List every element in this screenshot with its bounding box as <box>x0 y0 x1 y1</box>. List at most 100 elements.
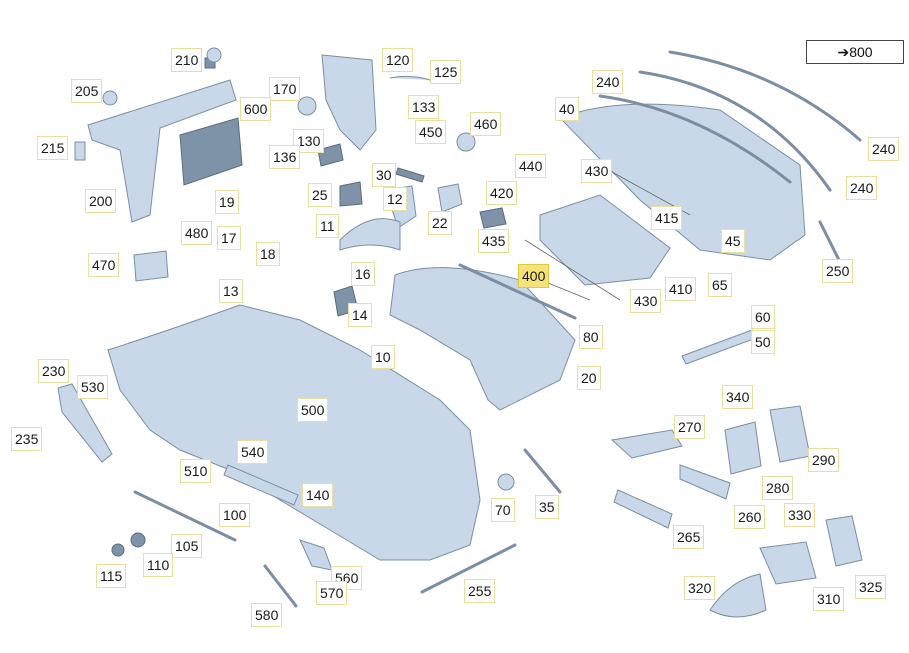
callout-105[interactable]: 105 <box>171 534 203 558</box>
part-230-bracket <box>57 383 113 463</box>
reference-box[interactable]: ➔800 <box>806 40 904 64</box>
callout-210[interactable]: 210 <box>171 48 203 72</box>
callout-530[interactable]: 530 <box>77 375 109 399</box>
part-40-diffuser <box>559 103 806 261</box>
callout-10[interactable]: 10 <box>371 345 395 369</box>
callout-17[interactable]: 17 <box>217 226 241 250</box>
callout-435[interactable]: 435 <box>478 229 510 253</box>
callout-12[interactable]: 12 <box>383 187 407 211</box>
callout-215[interactable]: 215 <box>37 136 69 160</box>
part-115 <box>111 543 125 557</box>
callout-280[interactable]: 280 <box>762 476 794 500</box>
callout-110[interactable]: 110 <box>143 553 174 577</box>
part-325-frame <box>825 515 863 567</box>
part-125-ring <box>389 75 431 81</box>
callout-340[interactable]: 340 <box>722 385 754 409</box>
part-265 <box>613 489 673 529</box>
part-80-strip <box>458 263 577 320</box>
callout-16[interactable]: 16 <box>351 262 375 286</box>
callout-500[interactable]: 500 <box>297 398 329 422</box>
reference-label: 800 <box>849 44 873 60</box>
part-560 <box>299 539 333 571</box>
part-320 <box>709 573 767 618</box>
callout-540[interactable]: 540 <box>237 440 269 464</box>
part-140 <box>223 464 299 506</box>
callout-420[interactable]: 420 <box>486 181 518 205</box>
callout-45[interactable]: 45 <box>721 229 745 253</box>
part-120-carrier <box>321 54 377 151</box>
callout-600[interactable]: 600 <box>240 97 272 121</box>
callout-470[interactable]: 470 <box>88 253 120 277</box>
callout-80[interactable]: 80 <box>579 325 603 349</box>
callout-270[interactable]: 270 <box>674 415 706 439</box>
callout-50[interactable]: 50 <box>751 330 775 354</box>
callout-140[interactable]: 140 <box>302 483 334 507</box>
callout-240-right[interactable]: 240 <box>868 137 900 161</box>
part-600-panel <box>179 117 243 186</box>
callout-325[interactable]: 325 <box>855 575 887 599</box>
callout-310[interactable]: 310 <box>813 587 845 611</box>
callout-35[interactable]: 35 <box>535 495 559 519</box>
callout-20[interactable]: 20 <box>577 366 601 390</box>
callout-125[interactable]: 125 <box>430 60 462 84</box>
callout-100[interactable]: 100 <box>219 503 251 527</box>
callout-400[interactable]: 400 <box>518 264 550 288</box>
callout-40[interactable]: 40 <box>555 97 579 121</box>
callout-240-top[interactable]: 240 <box>592 70 624 94</box>
part-70 <box>497 473 515 491</box>
callout-250[interactable]: 250 <box>822 259 854 283</box>
part-30 <box>395 167 425 183</box>
callout-22[interactable]: 22 <box>428 211 452 235</box>
part-100-strip <box>133 490 237 542</box>
part-35-strip <box>523 448 562 494</box>
callout-235[interactable]: 235 <box>11 427 43 451</box>
callout-265[interactable]: 265 <box>673 525 705 549</box>
callout-240-lower[interactable]: 240 <box>846 176 878 200</box>
callout-30[interactable]: 30 <box>372 163 396 187</box>
callout-170[interactable]: 170 <box>269 77 301 101</box>
part-270 <box>610 429 683 459</box>
callout-19[interactable]: 19 <box>215 190 239 214</box>
callout-120[interactable]: 120 <box>382 48 414 72</box>
callout-60[interactable]: 60 <box>751 305 775 329</box>
callout-440[interactable]: 440 <box>515 154 547 178</box>
part-410-grille <box>539 194 671 286</box>
callout-580[interactable]: 580 <box>251 603 283 627</box>
callout-510[interactable]: 510 <box>180 459 212 483</box>
callout-330[interactable]: 330 <box>784 503 816 527</box>
part-20-upper-cover <box>389 267 576 411</box>
callout-450[interactable]: 450 <box>415 120 447 144</box>
part-255-strip <box>420 543 517 594</box>
callout-115[interactable]: 115 <box>96 564 127 588</box>
part-310 <box>759 541 817 585</box>
callout-255[interactable]: 255 <box>464 579 496 603</box>
callout-430-lower[interactable]: 430 <box>630 289 662 313</box>
callout-260[interactable]: 260 <box>734 505 766 529</box>
part-470 <box>133 250 169 282</box>
part-240-trim <box>668 50 862 142</box>
callout-290[interactable]: 290 <box>808 448 840 472</box>
part-290-frame <box>769 405 811 463</box>
callout-65[interactable]: 65 <box>708 273 732 297</box>
callout-320[interactable]: 320 <box>684 576 716 600</box>
callout-230[interactable]: 230 <box>38 359 70 383</box>
part-170-washer <box>297 96 317 116</box>
callout-200[interactable]: 200 <box>85 189 117 213</box>
callout-480[interactable]: 480 <box>181 221 213 245</box>
callout-133[interactable]: 133 <box>408 95 440 119</box>
part-25 <box>339 181 363 207</box>
callout-205[interactable]: 205 <box>71 79 103 103</box>
callout-136[interactable]: 136 <box>269 145 301 169</box>
callout-11[interactable]: 11 <box>316 214 339 238</box>
callout-18[interactable]: 18 <box>256 242 280 266</box>
callout-415[interactable]: 415 <box>651 206 683 230</box>
callout-460[interactable]: 460 <box>470 112 502 136</box>
callout-13[interactable]: 13 <box>219 279 243 303</box>
callout-410[interactable]: 410 <box>665 277 697 301</box>
part-460-ring <box>456 132 476 152</box>
callout-70[interactable]: 70 <box>491 498 515 522</box>
callout-25[interactable]: 25 <box>308 183 332 207</box>
callout-14[interactable]: 14 <box>348 303 372 327</box>
callout-430-upper[interactable]: 430 <box>581 159 613 183</box>
callout-570[interactable]: 570 <box>316 581 348 605</box>
